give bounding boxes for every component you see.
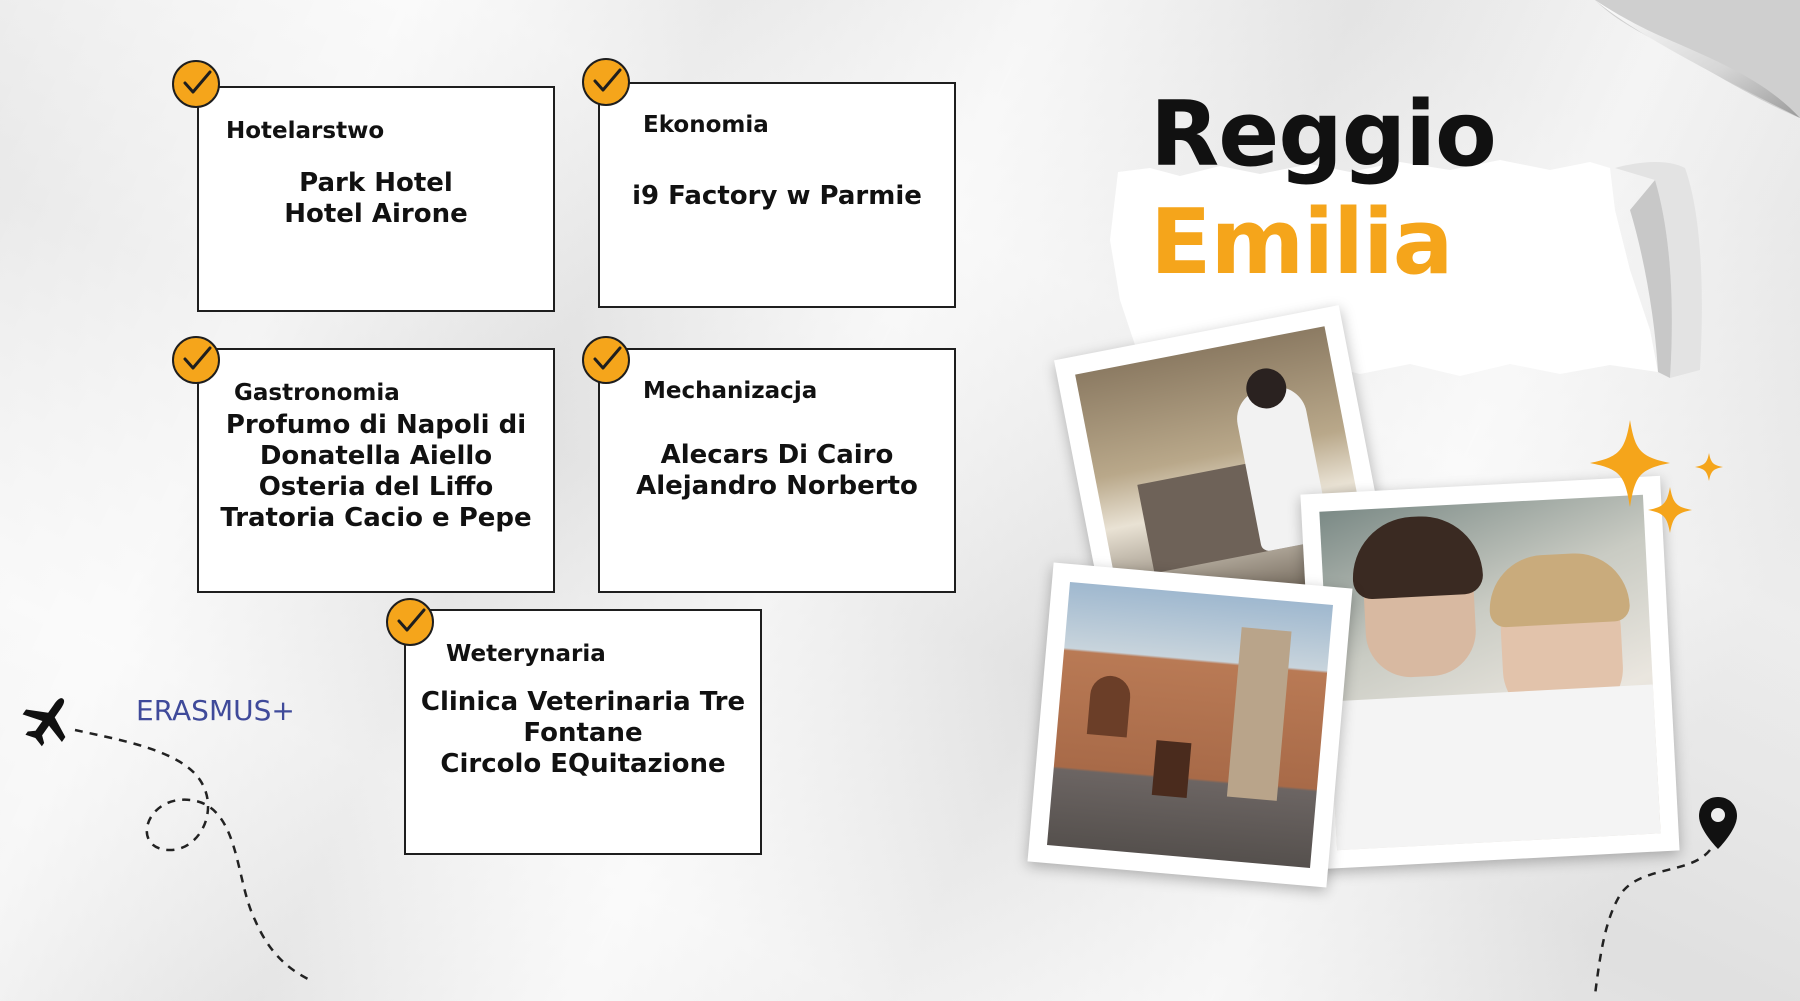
card-title: Mechanizacja <box>643 378 818 404</box>
card-title: Gastronomia <box>234 380 400 406</box>
check-circle-icon <box>582 336 630 384</box>
location-pin-icon <box>1699 797 1737 849</box>
page-curl-decoration <box>1595 0 1800 118</box>
dashed-flight-path <box>74 728 311 982</box>
card-weterynaria: Weterynaria Clinica Veterinaria Tre Font… <box>404 609 762 855</box>
card-body: Park Hotel Hotel Airone <box>284 168 468 229</box>
check-circle-icon <box>172 60 220 108</box>
card-title: Weterynaria <box>446 641 606 667</box>
card-body: i9 Factory w Parmie <box>632 181 922 211</box>
photo-cathedral <box>1027 562 1353 888</box>
check-circle-icon <box>582 58 630 106</box>
card-ekonomia: Ekonomia i9 Factory w Parmie <box>598 82 956 308</box>
card-title: Hotelarstwo <box>226 118 385 144</box>
page-title-line1: Reggio <box>1150 82 1497 187</box>
airplane-icon <box>22 698 66 747</box>
erasmus-label: ERASMUS+ <box>136 694 295 727</box>
sparkle-icon <box>1590 420 1723 533</box>
dashed-route-path <box>1593 849 1711 996</box>
card-body: Clinica Veterinaria Tre Fontane Circolo … <box>420 687 746 779</box>
card-body: Alecars Di Cairo Alejandro Norberto <box>636 440 918 501</box>
card-title: Ekonomia <box>643 112 769 138</box>
page-title-line2: Emilia <box>1150 190 1454 295</box>
check-circle-icon <box>172 336 220 384</box>
card-gastronomia: Gastronomia Profumo di Napoli di Donatel… <box>197 348 555 593</box>
card-hotelarstwo: Hotelarstwo Park Hotel Hotel Airone <box>197 86 555 312</box>
card-body: Profumo di Napoli di Donatella Aiello Os… <box>220 410 532 533</box>
card-mechanizacja: Mechanizacja Alecars Di Cairo Alejandro … <box>598 348 956 593</box>
check-circle-icon <box>386 598 434 646</box>
